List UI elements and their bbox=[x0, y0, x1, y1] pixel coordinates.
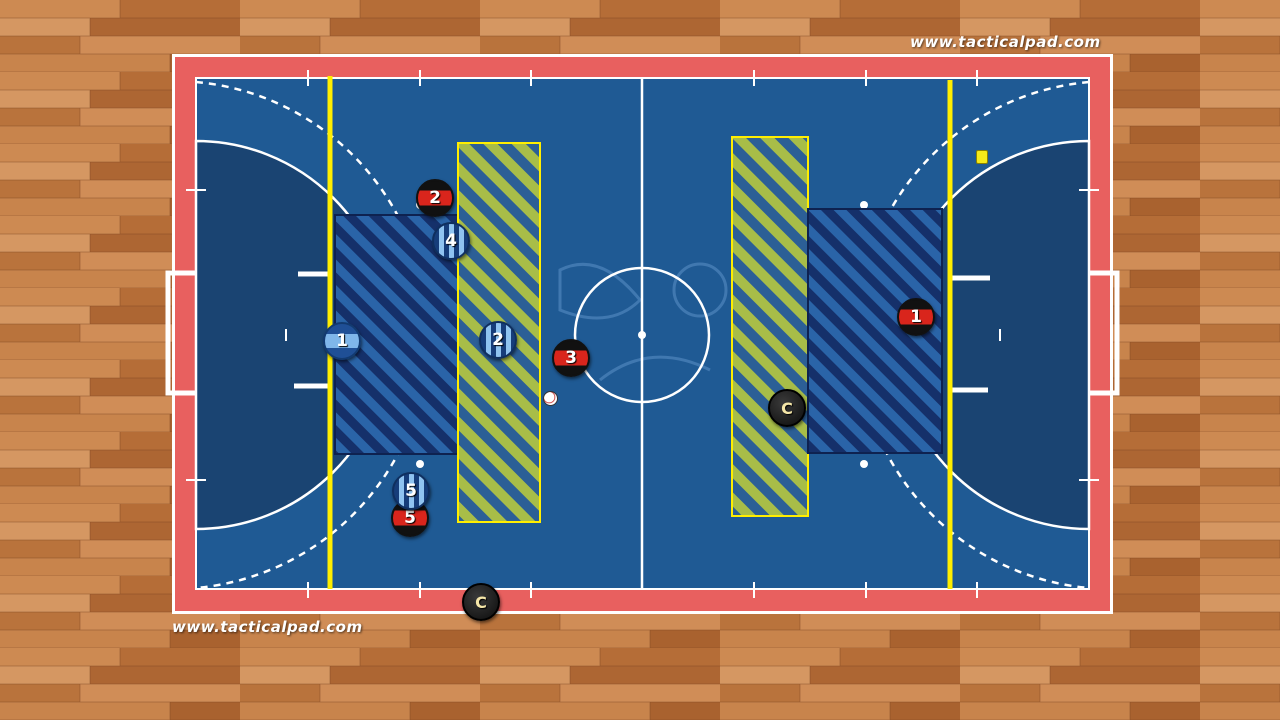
player-red-1[interactable]: 1 bbox=[897, 298, 935, 336]
player-blue-goalkeeper-1[interactable]: 1 bbox=[323, 322, 361, 360]
player-blue-4[interactable]: 4 bbox=[432, 222, 470, 260]
centre-spot bbox=[638, 331, 646, 339]
goal-left bbox=[165, 270, 196, 396]
watermark-top: www.tacticalpad.com bbox=[910, 33, 1101, 51]
zone-green-right bbox=[731, 136, 809, 517]
coach-sideline-token[interactable]: C bbox=[462, 583, 500, 621]
goal-right bbox=[1089, 270, 1120, 396]
centre-circle bbox=[573, 266, 711, 404]
cone-icon[interactable] bbox=[976, 150, 988, 164]
player-red-3[interactable]: 3 bbox=[552, 339, 590, 377]
coach-court-token[interactable]: C bbox=[768, 389, 806, 427]
player-red-2[interactable]: 2 bbox=[416, 179, 454, 217]
player-blue-2[interactable]: 2 bbox=[479, 321, 517, 359]
watermark-bottom: www.tacticalpad.com bbox=[172, 618, 363, 636]
side-tick-marks bbox=[186, 70, 1099, 598]
ball-icon[interactable] bbox=[543, 391, 558, 406]
player-blue-5[interactable]: 5 bbox=[392, 472, 430, 510]
court-logo-watermark bbox=[558, 262, 728, 382]
goal-area-marks bbox=[294, 271, 990, 393]
